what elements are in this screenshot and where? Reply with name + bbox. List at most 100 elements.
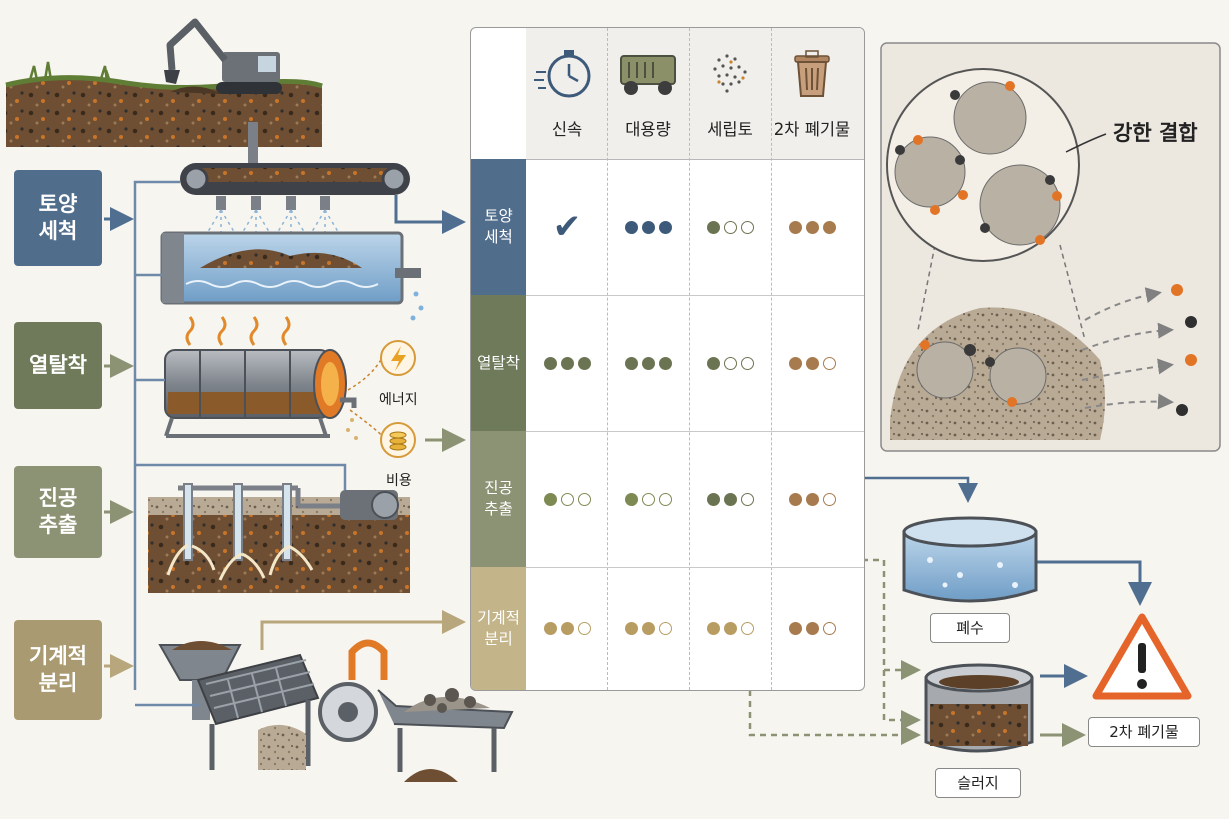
rating-dot-filled xyxy=(641,356,655,370)
rating-dot-filled xyxy=(706,356,720,370)
rating-dot-filled xyxy=(577,356,591,370)
label-vacuum-extraction: 진공 추출 xyxy=(14,466,102,558)
truck-icon xyxy=(620,55,676,95)
coins-icon xyxy=(380,422,416,458)
rating-dot-filled xyxy=(543,356,557,370)
conveyor-belt-illustration xyxy=(180,122,410,244)
energy-icon xyxy=(380,340,416,376)
column-label-fine-soil: 세립토 xyxy=(707,120,753,139)
rating-dot-empty xyxy=(723,220,737,234)
rating-cell xyxy=(526,295,608,431)
mechanical-separation-illustration xyxy=(158,639,514,782)
rating-dot-filled xyxy=(805,220,819,234)
rating-dot-filled xyxy=(624,492,638,506)
rating-dot-filled xyxy=(706,492,720,506)
particle-binding-inset xyxy=(880,42,1221,452)
arrow-mechanical-to-table xyxy=(260,610,466,650)
rating-dot-filled xyxy=(658,356,672,370)
rating-cell xyxy=(771,159,853,295)
rating-dot-filled xyxy=(641,622,655,635)
rating-cell xyxy=(526,567,608,690)
rating-cell xyxy=(689,295,771,431)
rating-dot-empty xyxy=(658,622,672,635)
rating-dot-filled xyxy=(658,220,672,234)
rating-dot-filled xyxy=(723,622,737,635)
rating-dot-filled xyxy=(624,622,638,635)
rating-dot-empty xyxy=(822,622,836,635)
rating-dot-empty xyxy=(740,356,754,370)
rating-dot-empty xyxy=(822,492,836,506)
column-header-fine-soil: 세립토 xyxy=(689,28,771,159)
stopwatch-icon xyxy=(534,50,591,98)
rating-dot-empty xyxy=(560,492,574,506)
row-label-soil-washing: 토양 세척 xyxy=(471,159,526,295)
rating-dot-empty xyxy=(641,492,655,506)
excavator-icon xyxy=(164,18,282,94)
row-label-mechanical-separation: 기계적 분리 xyxy=(471,567,526,690)
label-thermal-desorption: 열탈착 xyxy=(14,322,102,409)
rating-dot-filled xyxy=(805,622,819,635)
rating-cell xyxy=(771,431,853,567)
left-connector-lines xyxy=(104,180,347,707)
label-mechanical-separation: 기계적 분리 xyxy=(14,620,102,720)
rating-dot-empty xyxy=(658,492,672,506)
rating-dot-empty xyxy=(822,356,836,370)
ground-strip-illustration xyxy=(5,61,323,147)
rating-dot-filled xyxy=(805,356,819,370)
column-header-secondary-waste: 2차 폐기물 xyxy=(771,28,853,159)
rating-dot-filled xyxy=(560,356,574,370)
row-label-thermal-desorption: 열탈착 xyxy=(471,295,526,431)
energy-label: 에너지 xyxy=(379,392,418,408)
washing-tank-illustration xyxy=(160,231,424,321)
rating-dot-filled xyxy=(723,492,737,506)
rating-dot-filled xyxy=(822,220,836,234)
rating-dot-empty xyxy=(723,356,737,370)
secondary-waste-label: 2차 폐기물 xyxy=(1088,717,1200,747)
rating-dot-filled xyxy=(788,492,802,506)
rating-dot-filled xyxy=(624,220,638,234)
rating-dot-empty xyxy=(577,622,591,635)
rating-cell xyxy=(607,431,689,567)
rating-dot-filled xyxy=(788,622,802,635)
rating-dot-empty xyxy=(740,622,754,635)
wastewater-tank-icon xyxy=(902,516,1038,603)
rating-cell xyxy=(771,567,853,690)
rating-cell xyxy=(526,431,608,567)
rating-cell xyxy=(771,295,853,431)
column-header-large-volume: 대용량 xyxy=(607,28,689,159)
thermal-desorption-drum-illustration xyxy=(164,316,358,440)
rating-dot-empty xyxy=(577,492,591,506)
rating-cell xyxy=(689,159,771,295)
output-flow-lines xyxy=(748,476,1152,747)
rating-dot-filled xyxy=(560,622,574,635)
checkmark-icon: ✔ xyxy=(552,207,582,247)
rating-cell: ✔ xyxy=(526,159,608,295)
rating-dot-filled xyxy=(706,220,720,234)
fine-particles-icon xyxy=(713,54,747,93)
sludge-label: 슬러지 xyxy=(935,768,1021,798)
row-label-vacuum-extraction: 진공 추출 xyxy=(471,431,526,567)
arrow-washing-to-table xyxy=(394,195,466,234)
rating-cell xyxy=(689,567,771,690)
rating-cell xyxy=(607,295,689,431)
rating-cell xyxy=(607,159,689,295)
vacuum-extraction-illustration xyxy=(148,483,410,593)
column-label-large-volume: 대용량 xyxy=(625,120,671,139)
column-header-fast: 신속 xyxy=(526,28,608,159)
rating-dot-filled xyxy=(788,220,802,234)
rating-cell xyxy=(607,567,689,690)
column-label-secondary-waste: 2차 폐기물 xyxy=(773,120,851,139)
strong-binding-callout: 강한 결합 xyxy=(1113,121,1198,145)
rating-dot-filled xyxy=(788,356,802,370)
rating-cell xyxy=(689,431,771,567)
cost-label: 비용 xyxy=(386,473,412,489)
rating-dot-filled xyxy=(543,492,557,506)
rating-dot-filled xyxy=(624,356,638,370)
trash-bin-icon xyxy=(794,50,830,97)
comparison-table: 신속 대용량 세립토 2차 폐기물 토양 세척 열탈착 진공 추출 기계적 분리… xyxy=(470,27,865,691)
sludge-container-icon xyxy=(924,663,1034,753)
warning-icon xyxy=(1092,613,1192,700)
column-label-fast: 신속 xyxy=(551,120,583,139)
rating-dot-filled xyxy=(706,622,720,635)
rating-dot-empty xyxy=(740,492,754,506)
